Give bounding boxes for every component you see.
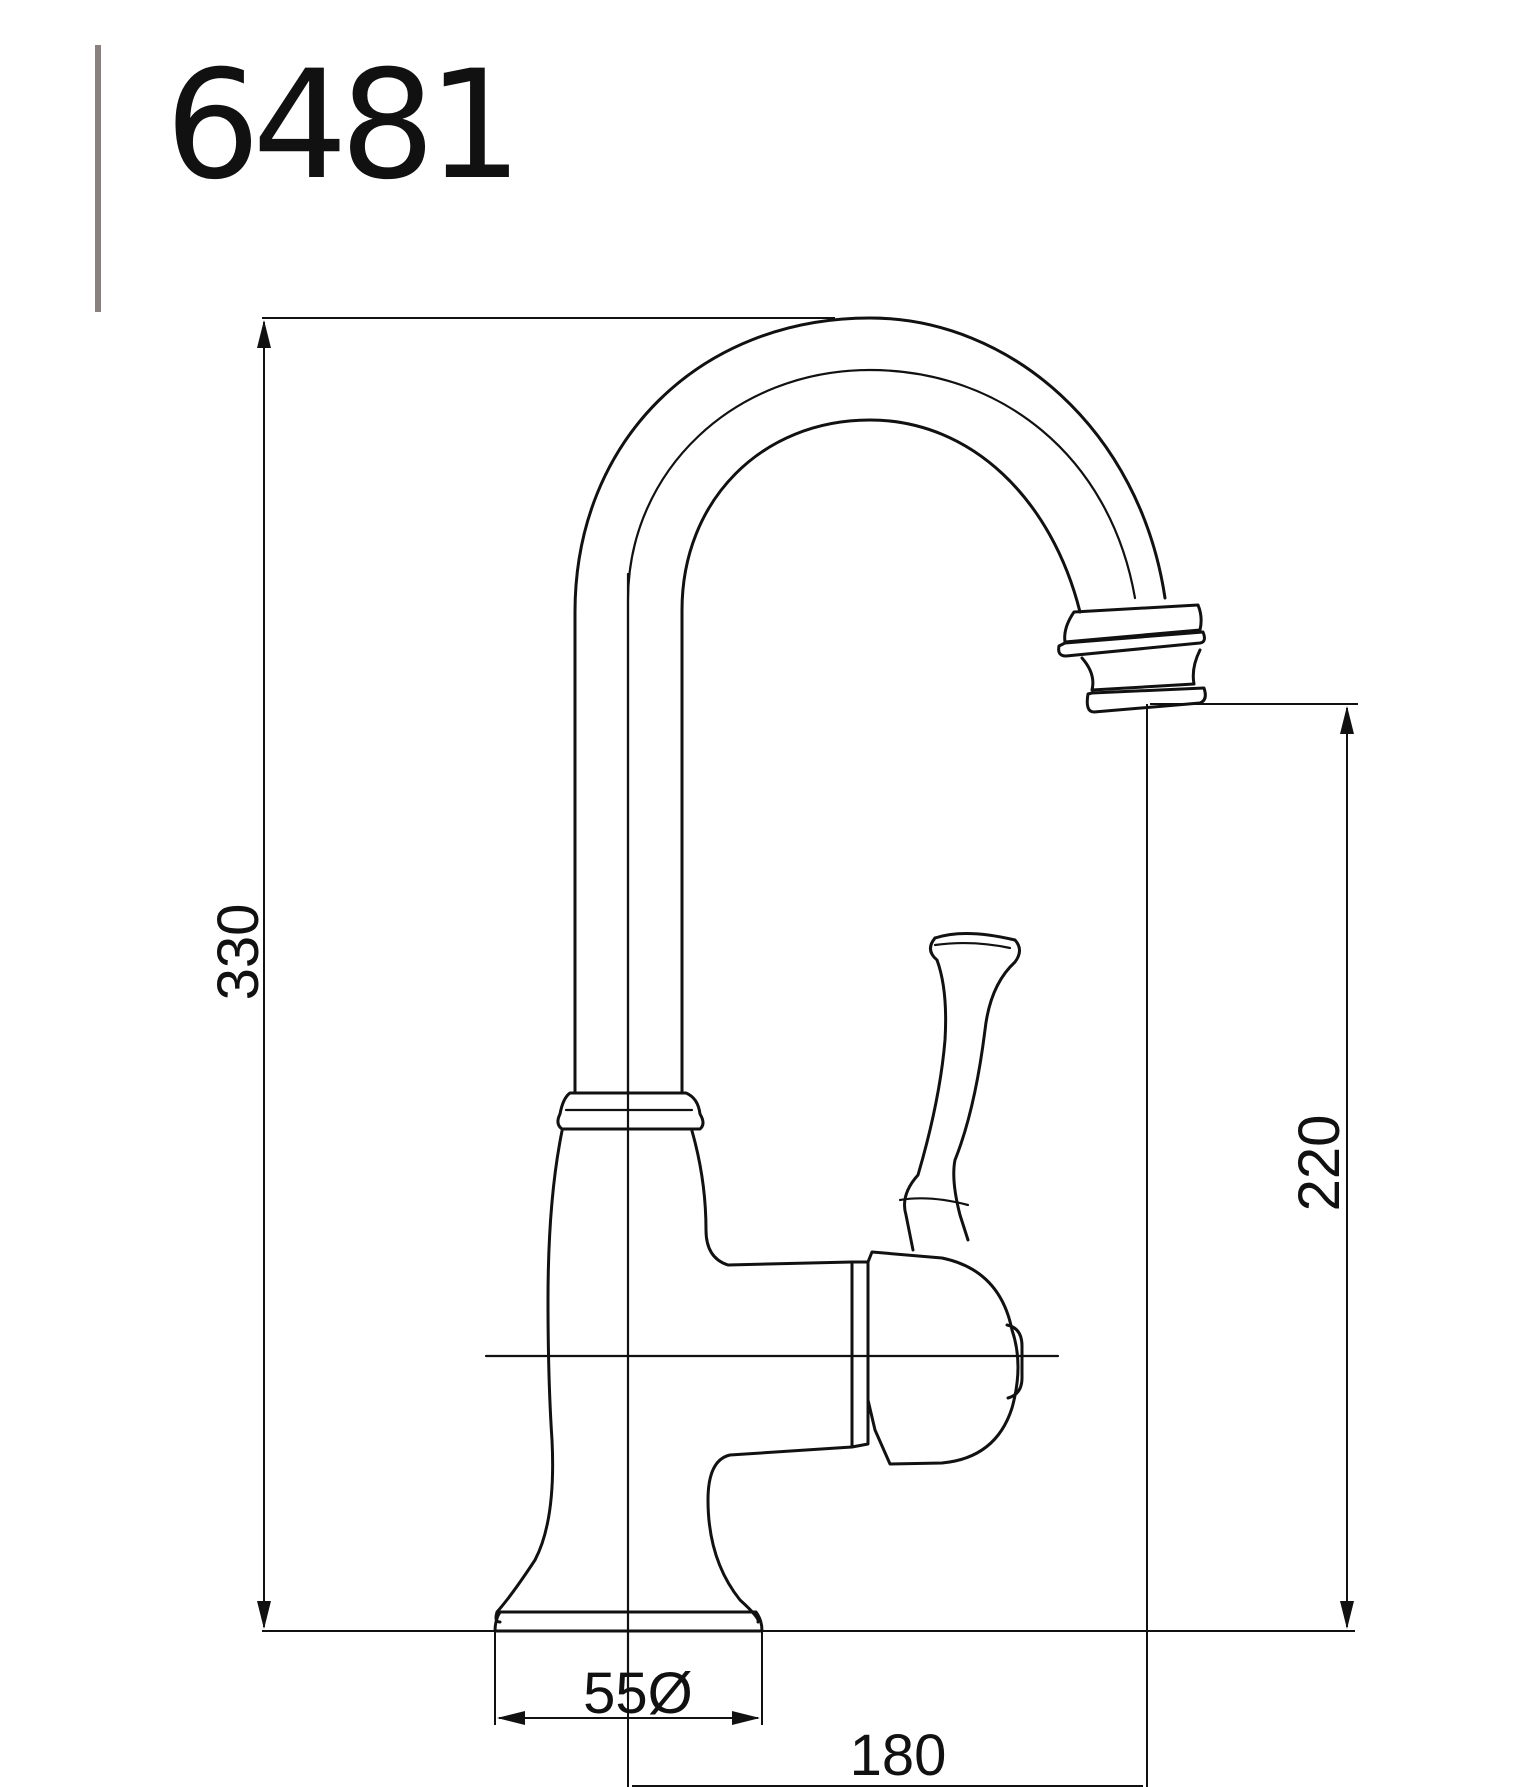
body-right-lower [706, 1445, 854, 1624]
dimension-330-label: 330 [206, 904, 271, 1001]
spout-inner-line [626, 368, 1137, 1095]
aerator [1057, 603, 1207, 714]
spout-outer [573, 316, 1167, 1095]
faucet-outline [484, 316, 1207, 1702]
dimension-55-label: 55Ø [583, 1661, 693, 1726]
base-plate [493, 1610, 764, 1633]
dimension-180: 180 [627, 704, 1148, 1787]
lever-handle [898, 932, 1021, 1252]
body-left [494, 1129, 564, 1624]
dimension-220-label: 220 [1287, 1115, 1352, 1212]
body-collar [556, 1091, 705, 1131]
dimension-180-label: 180 [850, 1723, 947, 1787]
model-number: 6481 [165, 39, 515, 213]
dimension-330: 330 [206, 317, 1355, 1632]
lever-housing [850, 1250, 1024, 1466]
dimension-55-diameter: 55Ø [494, 1631, 763, 1726]
dimension-220: 220 [1150, 703, 1358, 1629]
spout-inner [680, 418, 1082, 1095]
body-right-upper [690, 1129, 854, 1267]
